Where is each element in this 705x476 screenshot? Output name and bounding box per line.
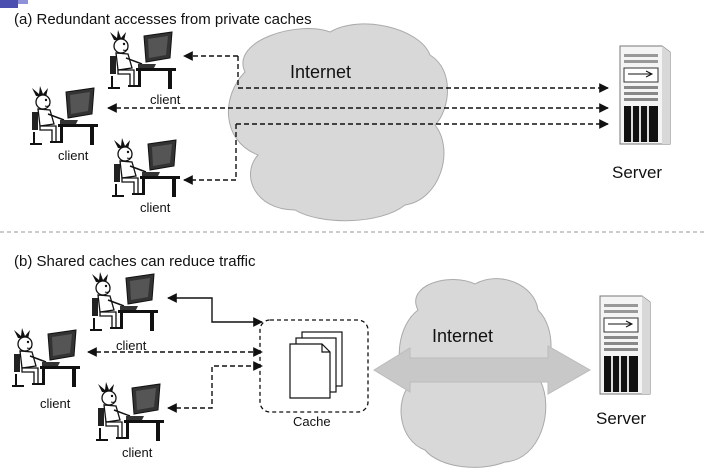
internet-cloud-a [227, 23, 448, 222]
client-label-b3: client [122, 445, 153, 460]
caption-a: (a) Redundant accesses from private cach… [14, 11, 312, 28]
client-label-a3: client [140, 200, 171, 215]
caption-b: (b) Shared caches can reduce traffic [14, 253, 256, 270]
client-icon-b2 [11, 327, 81, 388]
corner-accent [0, 0, 18, 8]
client-icon-b3 [95, 381, 165, 442]
server-icon-a [619, 45, 671, 145]
link-b1 [167, 293, 263, 327]
connection-lines-a [107, 51, 609, 185]
client-label-b1: client [116, 338, 147, 353]
link-a1 [237, 56, 609, 93]
traffic-arrow [373, 345, 592, 395]
client-label-b2: client [40, 396, 71, 411]
client-label-a2: client [58, 148, 89, 163]
server-label-a: Server [612, 163, 662, 182]
link-a3-client [183, 124, 237, 185]
client-icon-a1 [107, 29, 177, 90]
client-icon-a3 [111, 137, 181, 198]
connection-lines-b [87, 293, 263, 413]
client-label-a1: client [150, 92, 181, 107]
cache-documents-icon [289, 331, 343, 399]
link-b3 [167, 361, 263, 413]
internet-label-a: Internet [290, 62, 351, 82]
client-icon-b1 [89, 271, 159, 332]
client-icon-a2 [29, 85, 99, 146]
server-icon-b [599, 295, 651, 395]
server-label-b: Server [596, 409, 646, 428]
internet-label-b: Internet [432, 326, 493, 346]
cache-label: Cache [293, 414, 331, 429]
corner-accent-light [18, 0, 28, 4]
